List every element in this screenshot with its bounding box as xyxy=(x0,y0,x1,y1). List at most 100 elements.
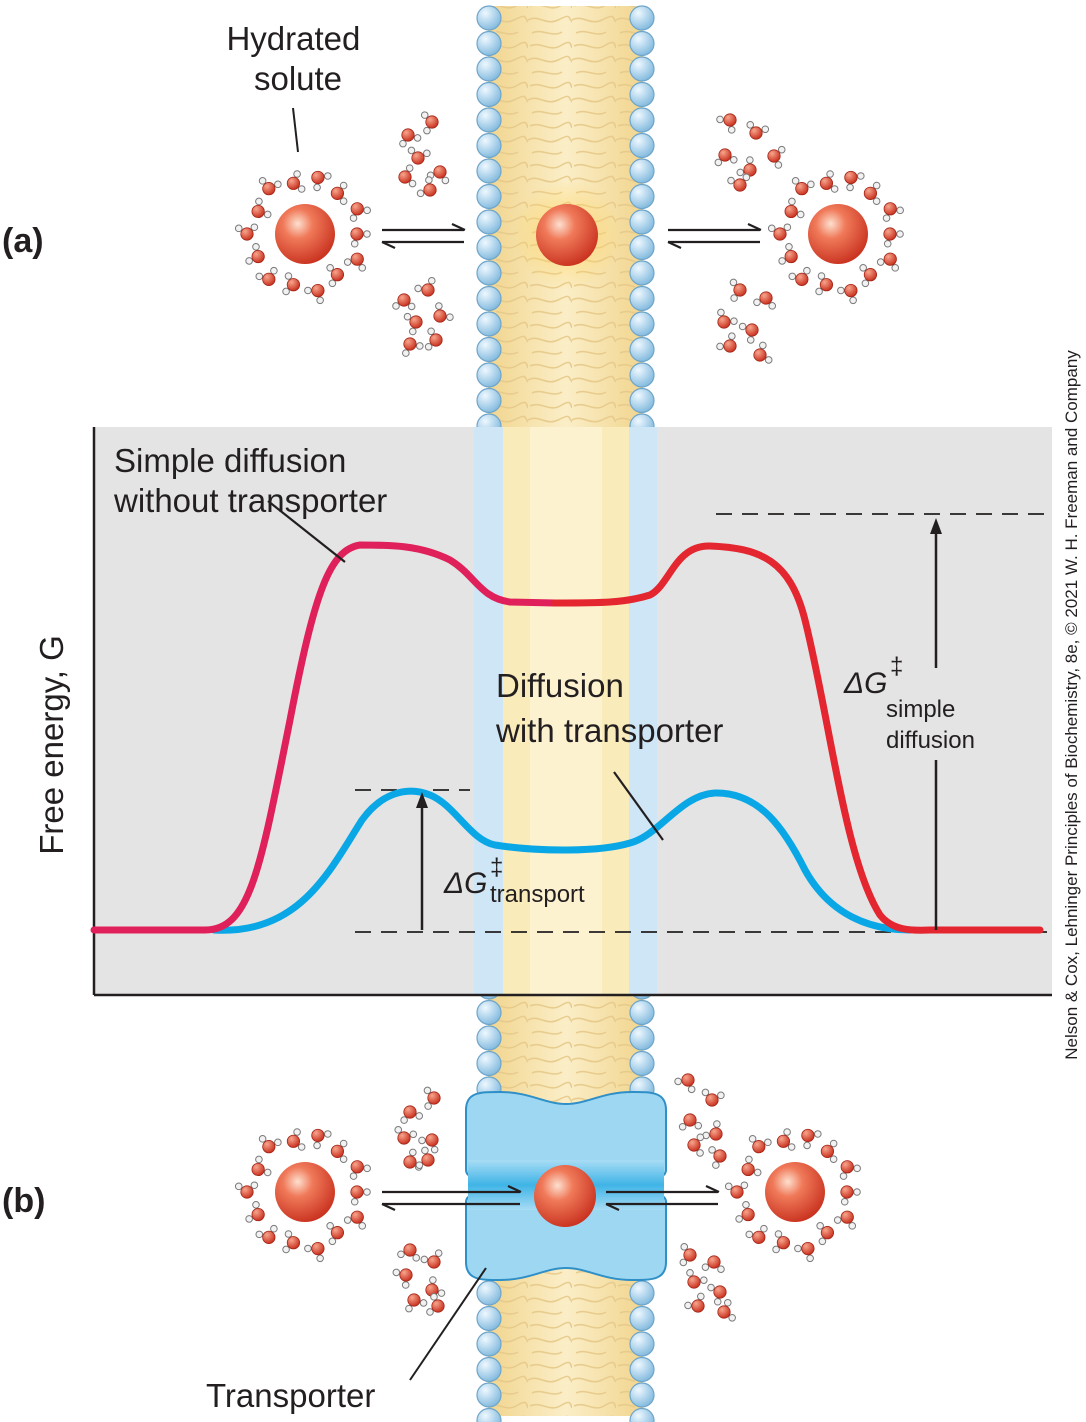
water-molecule xyxy=(839,1160,861,1180)
water-molecule xyxy=(326,1221,345,1246)
water-molecule xyxy=(286,1128,306,1151)
water-molecule xyxy=(400,1105,424,1124)
lipid-head xyxy=(629,1407,655,1422)
lipid-head xyxy=(476,1407,502,1422)
water-molecule xyxy=(416,176,437,198)
water-molecule xyxy=(258,177,282,196)
water-molecule xyxy=(791,177,815,196)
svg-text:ΔG: ΔG xyxy=(443,867,487,900)
panel-a: (a) Hydrated solute xyxy=(2,20,904,364)
water-molecule xyxy=(833,1210,857,1230)
dg-transport-arrow xyxy=(416,792,428,930)
transporter-leader xyxy=(409,1267,487,1381)
water-molecule xyxy=(794,1241,815,1263)
water-molecule xyxy=(394,1126,418,1145)
lipid-head xyxy=(476,107,502,133)
water-molecule xyxy=(815,272,834,296)
water-molecule xyxy=(716,113,737,134)
lipid-head xyxy=(476,234,502,261)
lipid-head xyxy=(629,999,655,1026)
water-molecule xyxy=(716,332,737,353)
svg-text:simple: simple xyxy=(886,696,955,723)
hydrated-solute-left xyxy=(234,1128,371,1263)
svg-text:diffusion: diffusion xyxy=(886,727,975,754)
water-molecule xyxy=(255,1224,278,1244)
water-molecule xyxy=(717,1298,736,1322)
water-molecule xyxy=(330,1139,348,1163)
lipid-head xyxy=(476,81,502,108)
lipid-head xyxy=(476,285,502,312)
panel-a-label: (a) xyxy=(2,222,44,260)
lipid-head xyxy=(629,5,655,31)
water-molecule xyxy=(304,283,325,305)
water-molecule xyxy=(701,1088,725,1107)
water-molecule xyxy=(767,145,786,169)
water-molecule xyxy=(286,170,306,193)
water-molecule xyxy=(258,1135,282,1154)
water-molecule xyxy=(311,170,332,192)
simple-diffusion-curve-right xyxy=(551,542,1044,934)
water-molecule xyxy=(402,337,424,357)
water-molecule xyxy=(245,1201,265,1223)
solute-sphere xyxy=(275,204,335,264)
dg-transport-label: ΔG ‡ transport xyxy=(443,854,585,908)
water-molecule xyxy=(738,322,759,344)
water-molecule xyxy=(350,227,371,248)
lipid-head xyxy=(629,234,655,261)
water-molecule xyxy=(343,252,367,272)
hydrated-solute-right xyxy=(724,1128,861,1263)
water-molecule xyxy=(678,1113,703,1131)
water-molecule xyxy=(748,1135,772,1154)
water-molecule xyxy=(403,312,423,336)
water-molecule xyxy=(746,121,770,140)
dg-simple-arrow xyxy=(930,518,942,930)
free-water-molecules xyxy=(392,111,786,364)
water-molecule xyxy=(407,146,431,165)
lipid-head xyxy=(476,336,502,363)
lipid-head xyxy=(629,56,655,82)
water-molecule xyxy=(415,1146,435,1169)
water-molecule xyxy=(405,1293,428,1313)
lipid-head xyxy=(629,1356,655,1383)
energy-graph: Simple diffusion without transporter Dif… xyxy=(33,427,1052,997)
water-molecule xyxy=(708,1146,727,1169)
equilibrium-arrows-left xyxy=(381,223,466,249)
water-molecule xyxy=(687,1133,705,1157)
water-molecule xyxy=(707,1283,727,1306)
lipid-head xyxy=(629,183,655,210)
water-molecule xyxy=(859,263,878,288)
water-molecule xyxy=(424,327,443,351)
water-molecule xyxy=(392,293,416,311)
lipid-head xyxy=(476,1356,502,1383)
lipid-head xyxy=(629,132,655,159)
lipid-head xyxy=(476,387,502,414)
water-molecule xyxy=(876,252,900,272)
lipid-head xyxy=(476,1280,502,1306)
transporter-curve-leader xyxy=(613,771,664,841)
water-molecule xyxy=(245,243,265,265)
svg-text:‡: ‡ xyxy=(490,854,503,881)
water-molecule xyxy=(349,202,371,222)
water-molecule xyxy=(753,291,777,310)
lipid-head xyxy=(629,30,655,57)
water-molecule xyxy=(399,128,422,148)
water-molecule xyxy=(820,1139,838,1163)
lipid-head xyxy=(629,107,655,133)
lipid-head xyxy=(476,158,502,184)
water-molecule xyxy=(251,1155,272,1177)
water-molecule xyxy=(684,1292,705,1313)
water-molecule xyxy=(304,1241,325,1263)
water-molecule xyxy=(784,197,805,219)
water-molecule xyxy=(863,181,881,205)
water-molecule xyxy=(745,1224,768,1244)
water-molecule xyxy=(343,1210,367,1230)
free-water-molecules xyxy=(392,1073,736,1322)
hydrated-solute-label: Hydrated solute xyxy=(226,20,369,97)
water-molecule xyxy=(418,1133,439,1154)
water-molecule xyxy=(330,181,348,205)
water-molecule xyxy=(282,1230,301,1254)
lipid-head xyxy=(629,285,655,312)
hydrated-solute-right xyxy=(767,170,904,305)
water-molecule xyxy=(714,148,738,167)
